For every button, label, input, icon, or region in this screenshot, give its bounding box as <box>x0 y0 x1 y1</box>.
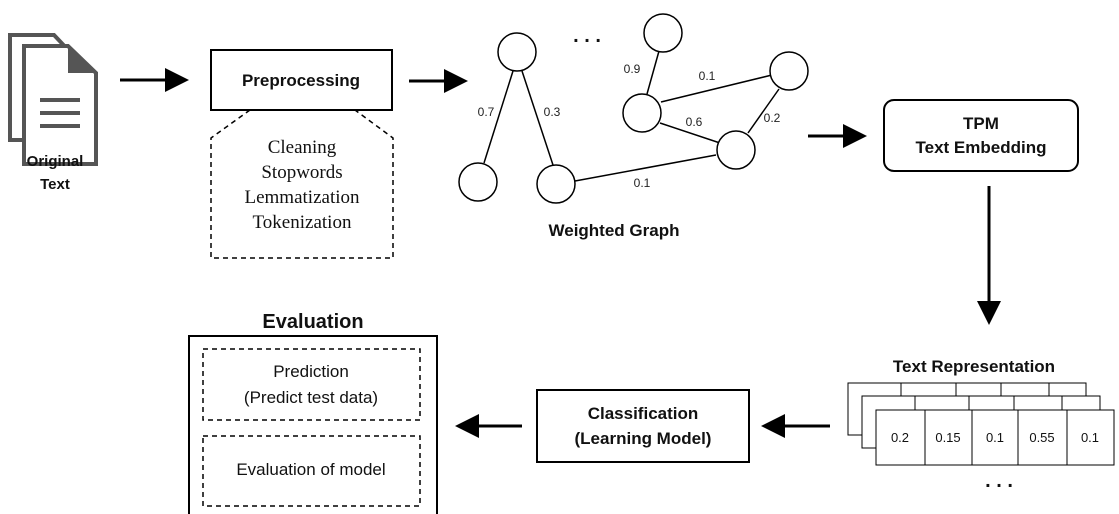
step-tokenization: Tokenization <box>253 212 352 233</box>
vector-ellipsis: . . . <box>985 470 1013 492</box>
tpm-subtitle: Text Embedding <box>916 138 1047 157</box>
original-text-label-line2: Text <box>40 176 70 193</box>
vector-value-cell: 0.1 <box>1081 430 1099 445</box>
step-lemmatization: Lemmatization <box>244 187 360 208</box>
graph-edge <box>483 70 514 164</box>
step-cleaning: Cleaning <box>268 137 337 158</box>
graph-edge <box>660 74 773 103</box>
text-representation-label: Text Representation <box>893 357 1055 376</box>
model-evaluation-box <box>202 435 421 507</box>
edge-weight-label: 0.7 <box>478 105 495 119</box>
vector-value-cell: 0.55 <box>1029 430 1054 445</box>
prediction-title: Prediction <box>273 362 349 381</box>
graph-node <box>458 162 498 202</box>
vector-value-cell: 0.15 <box>935 430 960 445</box>
tpm-title: TPM <box>963 114 999 133</box>
prediction-box <box>202 348 421 421</box>
classification-title: Classification <box>588 404 699 423</box>
graph-edge <box>646 50 660 95</box>
graph-node <box>497 32 537 72</box>
model-evaluation-label: Evaluation of model <box>236 460 385 479</box>
edge-weight-label: 0.1 <box>699 69 716 83</box>
tpm-box <box>883 99 1079 172</box>
original-text-label-line1: Original <box>27 153 84 170</box>
evaluation-title: Evaluation <box>262 311 363 333</box>
edge-weight-label: 0.2 <box>764 111 781 125</box>
vector-value-cell: 0.2 <box>891 430 909 445</box>
graph-edge <box>521 70 554 166</box>
graph-edge <box>574 154 717 182</box>
evaluation-box <box>188 335 438 514</box>
vector-front <box>875 409 1115 466</box>
preprocessing-title: Preprocessing <box>242 71 360 90</box>
weighted-graph-label: Weighted Graph <box>549 221 680 240</box>
graph-node <box>769 51 809 91</box>
document-icon <box>8 33 98 166</box>
step-stopwords: Stopwords <box>261 162 342 183</box>
graph-node <box>536 164 576 204</box>
edge-weight-label: 0.6 <box>686 115 703 129</box>
edge-weight-label: 0.3 <box>544 105 561 119</box>
preprocessing-box <box>210 49 393 111</box>
weighted-graph <box>458 13 809 204</box>
graph-edge <box>747 88 780 134</box>
graph-edge <box>659 122 721 144</box>
vector-value-cell: 0.1 <box>986 430 1004 445</box>
graph-node <box>643 13 683 53</box>
graph-ellipsis: . . . <box>573 25 601 47</box>
classification-subtitle: (Learning Model) <box>575 429 712 448</box>
classification-box <box>536 389 750 463</box>
prediction-subtitle: (Predict test data) <box>244 388 378 407</box>
edge-weight-label: 0.1 <box>634 176 651 190</box>
graph-node <box>716 130 756 170</box>
edge-weight-label: 0.9 <box>624 62 641 76</box>
graph-node <box>622 93 662 133</box>
preprocessing-steps-callout <box>210 109 394 259</box>
